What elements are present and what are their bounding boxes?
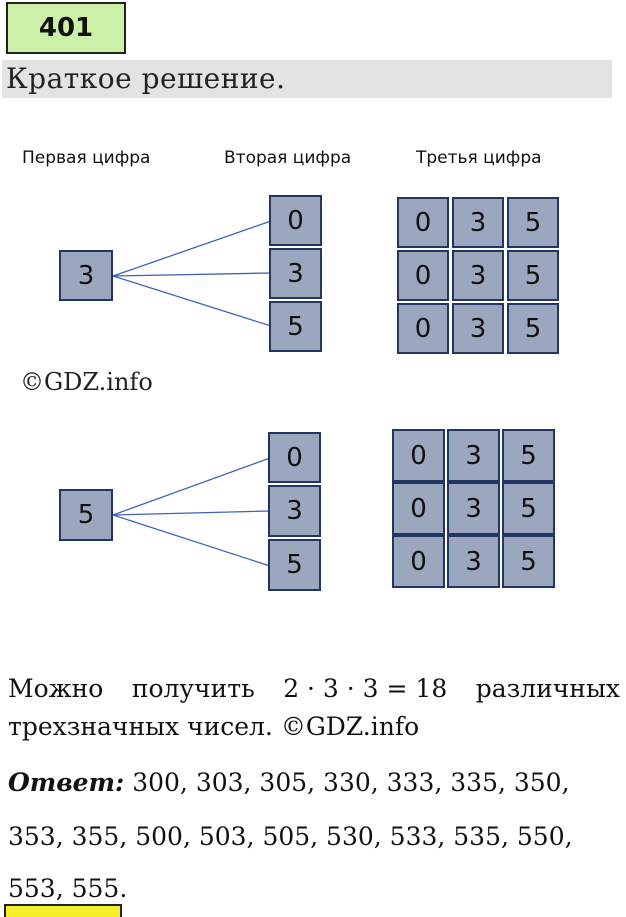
column-header-first: Первая цифра xyxy=(22,148,151,168)
solution-word: получить xyxy=(131,674,255,703)
column-header-second: Вторая цифра xyxy=(224,148,352,168)
third-digit-box: 3 xyxy=(452,197,504,248)
third-digit-box: 5 xyxy=(507,197,559,248)
answer-line-2: 353, 355, 500, 503, 505, 530, 533, 535, … xyxy=(8,822,573,851)
answer-label: Ответ: xyxy=(8,768,125,797)
title-strip xyxy=(2,60,612,98)
solution-line-1: Можно получить 2 · 3 · 3 = 18 различных xyxy=(8,674,620,703)
third-digit-box: 0 xyxy=(397,250,449,301)
second-digit-box: 5 xyxy=(269,301,322,352)
third-digit-box: 0 xyxy=(392,482,445,535)
task-number-badge: 401 xyxy=(6,2,126,54)
third-digit-box: 0 xyxy=(397,303,449,354)
third-digit-box: 0 xyxy=(392,535,445,588)
column-header-third: Третья цифра xyxy=(416,148,542,168)
third-digit-box: 3 xyxy=(447,535,500,588)
third-digit-box: 0 xyxy=(392,429,445,482)
third-digit-box: 5 xyxy=(502,482,555,535)
third-digit-box: 0 xyxy=(397,197,449,248)
solution-formula: 2 · 3 · 3 = 18 xyxy=(283,674,448,703)
second-digit-box: 3 xyxy=(268,485,321,537)
bottom-tab xyxy=(4,904,122,917)
connector-line xyxy=(112,275,272,327)
second-digit-box: 5 xyxy=(268,539,321,591)
solution-title: Краткое решение. xyxy=(6,62,286,95)
connector-line xyxy=(112,514,271,567)
connector-line xyxy=(112,220,272,277)
copyright-label: ©GDZ.info xyxy=(20,368,153,396)
answer-line-3: 553, 555. xyxy=(8,874,128,903)
solution-line-2: трехзначных чисел. ©GDZ.info xyxy=(8,712,420,741)
first-digit-box: 3 xyxy=(59,250,113,301)
connector-line xyxy=(112,457,271,516)
second-digit-box: 0 xyxy=(269,195,322,246)
task-number: 401 xyxy=(38,13,94,43)
solution-word: различных xyxy=(475,674,620,703)
third-digit-box: 5 xyxy=(507,250,559,301)
first-digit-box: 5 xyxy=(59,489,113,541)
connector-line xyxy=(112,510,271,516)
solution-word: Можно xyxy=(8,674,104,703)
third-digit-box: 3 xyxy=(452,250,504,301)
third-digit-box: 3 xyxy=(447,482,500,535)
second-digit-box: 0 xyxy=(268,432,321,483)
answer-line-1: Ответ: 300, 303, 305, 330, 333, 335, 350… xyxy=(8,768,570,797)
third-digit-box: 3 xyxy=(447,429,500,482)
third-digit-box: 5 xyxy=(502,535,555,588)
answer-values: 300, 303, 305, 330, 333, 335, 350, xyxy=(132,768,570,797)
second-digit-box: 3 xyxy=(269,248,322,299)
third-digit-box: 3 xyxy=(452,303,504,354)
connector-line xyxy=(112,272,272,277)
third-digit-box: 5 xyxy=(502,429,555,482)
third-digit-box: 5 xyxy=(507,303,559,354)
